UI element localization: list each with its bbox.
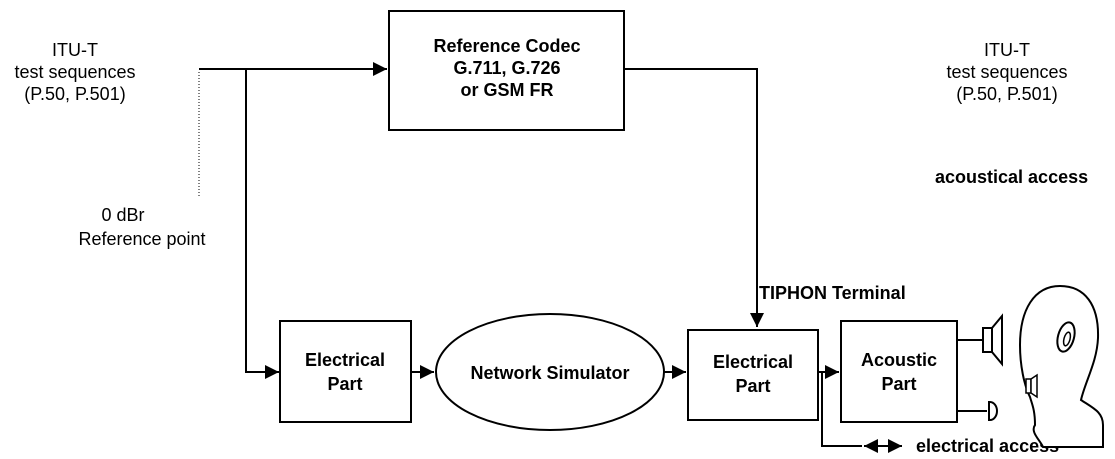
svg-text:or GSM FR: or GSM FR	[461, 80, 554, 100]
svg-text:Electrical: Electrical	[713, 352, 793, 372]
microphone-icon	[988, 401, 998, 421]
source-label: ITU-T test sequences (P.50, P.501)	[14, 40, 135, 104]
electrical-part-left-box	[279, 320, 412, 423]
svg-text:Electrical: Electrical	[305, 350, 385, 370]
reference-codec-box	[388, 10, 625, 131]
acoustical-access-label: acoustical access	[935, 167, 1088, 187]
electrical-part-left-text: Electrical Part	[305, 350, 385, 394]
branch-to-electrical-left	[245, 69, 279, 379]
svg-text:Part: Part	[735, 376, 770, 396]
loudspeaker-icon	[982, 313, 1003, 367]
svg-text:0 dBr: 0 dBr	[101, 205, 144, 225]
acoustic-part-text: Acoustic Part	[861, 350, 937, 394]
svg-text:ITU-T: ITU-T	[984, 40, 1030, 60]
svg-text:(P.50, P.501): (P.50, P.501)	[956, 84, 1057, 104]
svg-text:ITU-T: ITU-T	[52, 40, 98, 60]
acoustic-part-box	[840, 320, 958, 423]
svg-text:test sequences: test sequences	[14, 62, 135, 82]
svg-text:Part: Part	[881, 374, 916, 394]
reference-codec-text: Reference Codec G.711, G.726 or GSM FR	[433, 36, 580, 100]
svg-text:test sequences: test sequences	[946, 62, 1067, 82]
tiphon-terminal-label: TIPHON Terminal	[759, 283, 906, 303]
svg-text:(P.50, P.501): (P.50, P.501)	[24, 84, 125, 104]
svg-text:Reference point: Reference point	[78, 229, 205, 249]
sink-label: ITU-T test sequences (P.50, P.501)	[946, 40, 1067, 104]
svg-text:Reference Codec: Reference Codec	[433, 36, 580, 56]
network-simulator-label: Network Simulator	[470, 363, 629, 383]
electrical-part-right-text: Electrical Part	[713, 352, 793, 396]
codec-to-terminal-line	[624, 68, 764, 327]
electrical-part-right-box	[687, 329, 819, 421]
head-and-torso-simulator-icon	[1018, 284, 1104, 448]
electrical-access-line	[821, 372, 862, 447]
svg-text:Acoustic: Acoustic	[861, 350, 937, 370]
reference-point-label: 0 dBr Reference point	[78, 205, 205, 249]
electrical-access-label: electrical access	[916, 436, 1059, 456]
svg-text:G.711, G.726: G.711, G.726	[453, 58, 560, 78]
svg-text:Part: Part	[327, 374, 362, 394]
